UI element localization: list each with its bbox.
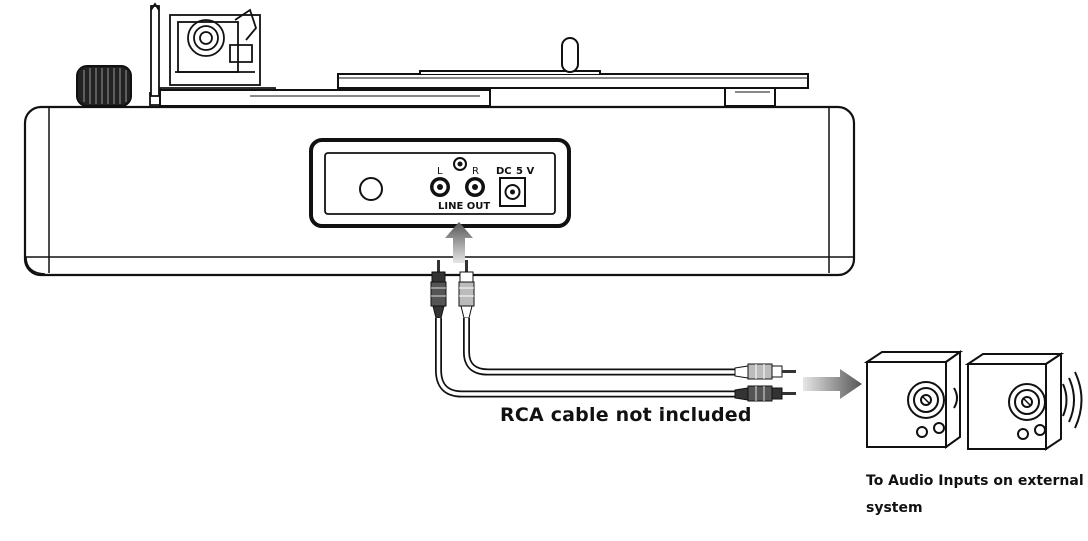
right-channel-label: R — [472, 166, 479, 177]
speaker-caption: To Audio Inputs on external system — [866, 473, 1084, 516]
left-channel-label: L — [437, 166, 443, 177]
platter — [159, 37, 809, 117]
dc-power-jack — [499, 177, 526, 207]
speaker-icon — [964, 352, 1065, 451]
line-out-label: LINE OUT — [438, 201, 490, 212]
line-out-right-jack — [465, 177, 485, 197]
rca-plug-right — [458, 260, 475, 319]
sound-waves-icon — [953, 371, 1083, 429]
rca-plug-left-end — [734, 385, 796, 402]
line-out-left-jack — [430, 177, 450, 197]
speaker-icon — [863, 350, 964, 449]
rear-panel: L R LINE OUT DC 5 V — [309, 138, 571, 228]
tonearm-icon — [149, 2, 290, 106]
knob-icon — [76, 65, 132, 107]
rca-plug-right-end — [734, 363, 796, 380]
rca-caption: RCA cable not included — [500, 404, 752, 426]
dc-label: DC — [496, 166, 512, 177]
arrow-right-icon — [803, 369, 862, 399]
arrow-up-icon — [445, 222, 473, 263]
voltage-label: 5 V — [516, 166, 534, 177]
rca-cable — [435, 318, 735, 398]
panel-button-hole — [359, 177, 383, 201]
